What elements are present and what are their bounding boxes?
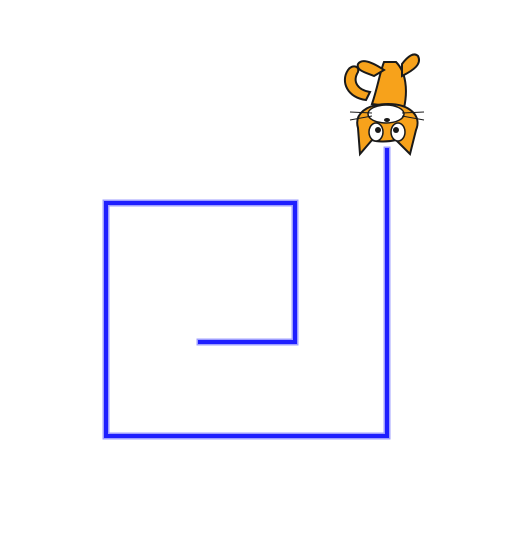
cat-nose bbox=[384, 118, 390, 122]
cat-pupil-right bbox=[375, 127, 381, 133]
cat-torso bbox=[370, 61, 407, 110]
cat-leg-left bbox=[401, 53, 420, 78]
pen-trail bbox=[102, 146, 391, 440]
cat-tail bbox=[343, 65, 372, 102]
pen-trail-line bbox=[104, 148, 389, 438]
cat-muzzle bbox=[367, 104, 405, 124]
cat-leg-right bbox=[356, 60, 386, 78]
cat-pupil-left bbox=[393, 127, 399, 133]
cat-whiskers bbox=[349, 111, 425, 121]
pen-trail-highlight bbox=[102, 146, 391, 440]
cat-sprite[interactable] bbox=[343, 53, 425, 157]
